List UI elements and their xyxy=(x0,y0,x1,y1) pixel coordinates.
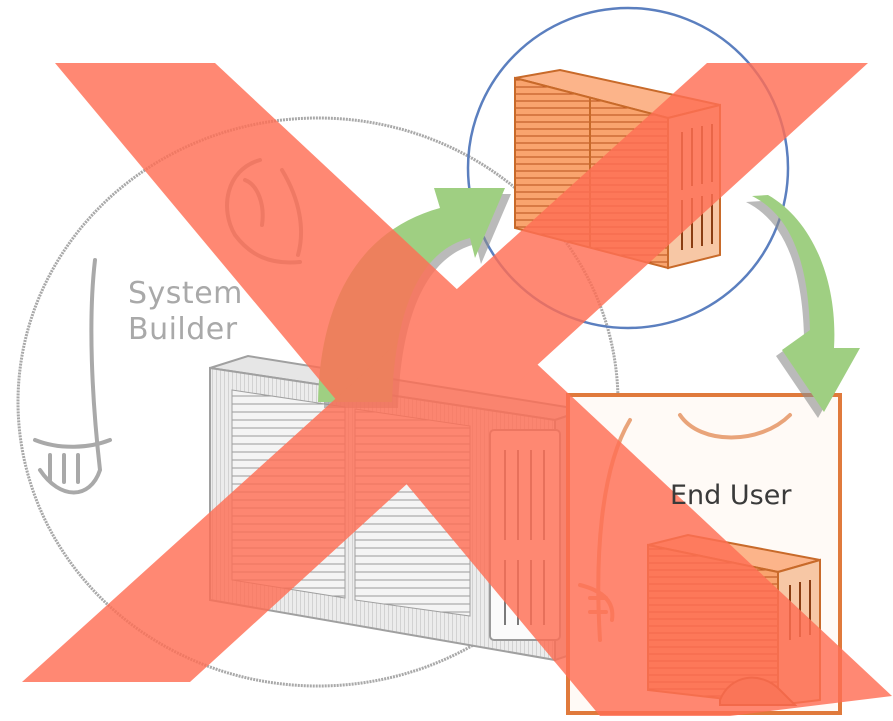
cross-mark-icon xyxy=(22,63,892,716)
end-user-label: End User xyxy=(670,480,792,511)
builder-label-line2: Builder xyxy=(128,312,238,347)
builder-label-line1: System xyxy=(128,276,243,311)
arrow-channel-to-end-user xyxy=(746,195,860,418)
channel-circle xyxy=(466,6,790,330)
system-builder-label: System Builder xyxy=(128,276,243,348)
